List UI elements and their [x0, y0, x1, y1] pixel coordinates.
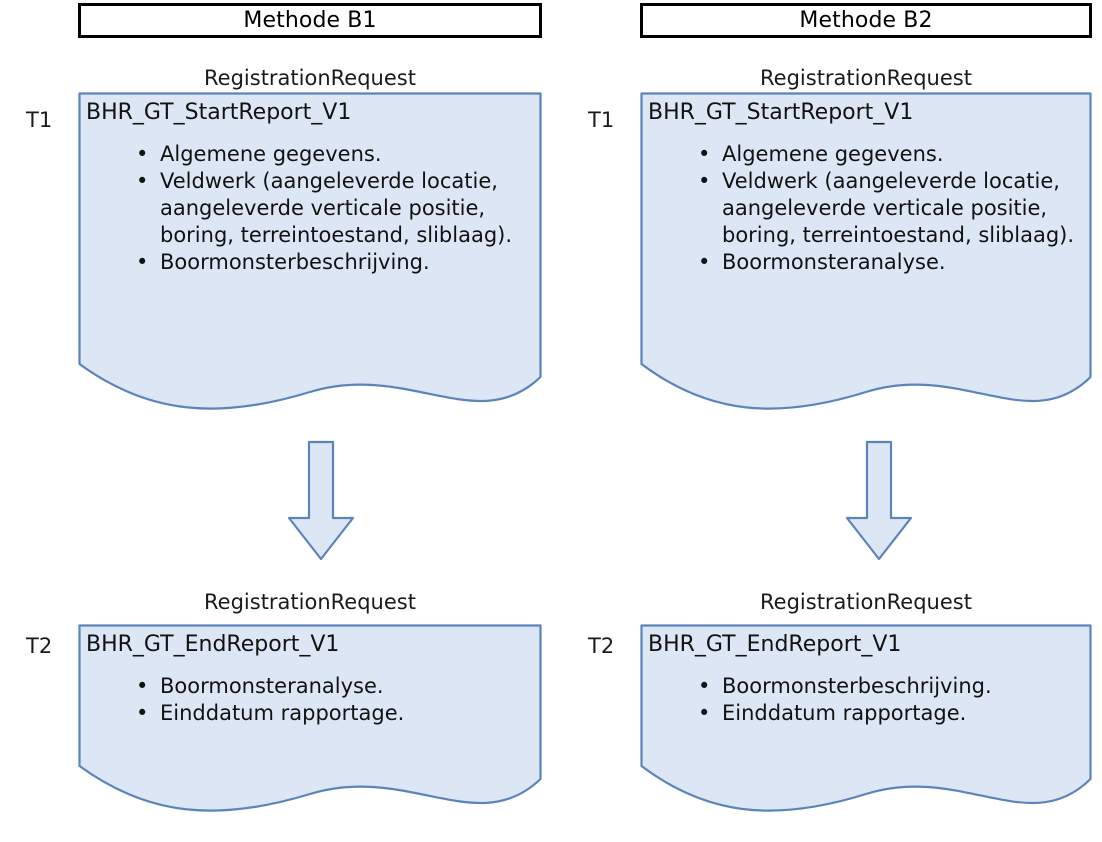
document-shape-b2-t2: BHR_GT_EndReport_V1 Boormonsterbeschrijv… [640, 624, 1092, 839]
flow-arrow-b2 [844, 440, 914, 562]
time-label-b1-t2: T2 [26, 634, 53, 658]
time-label-b2-t2: T2 [588, 634, 615, 658]
list-item: Algemene gegevens. [692, 141, 1092, 168]
document-body-b1-t2: BHR_GT_EndReport_V1 Boormonsteranalyse. … [78, 624, 542, 728]
method-header-b2: Methode B2 [640, 3, 1092, 38]
list-item: Boormonsterbeschrijving. [692, 673, 1092, 700]
arrow-down-icon [845, 440, 913, 561]
document-caption-b1-t1: RegistrationRequest [204, 66, 416, 90]
document-title-b1-t1: BHR_GT_StartReport_V1 [86, 100, 352, 125]
time-label-b2-t1: T1 [588, 108, 615, 132]
list-item: Boormonsteranalyse. [130, 673, 542, 700]
time-label-b1-t1: T1 [26, 108, 53, 132]
document-bullet-list-b1-t1: Algemene gegevens. Veldwerk (aangeleverd… [78, 141, 542, 276]
arrow-down-icon [287, 440, 355, 561]
document-title-b1-t2: BHR_GT_EndReport_V1 [86, 632, 340, 657]
document-shape-b1-t2: BHR_GT_EndReport_V1 Boormonsteranalyse. … [78, 624, 542, 839]
document-bullet-list-b1-t2: Boormonsteranalyse. Einddatum rapportage… [78, 673, 542, 727]
document-shape-b2-t1: BHR_GT_StartReport_V1 Algemene gegevens.… [640, 92, 1092, 437]
document-title-b2-t1: BHR_GT_StartReport_V1 [648, 100, 914, 125]
list-item: Einddatum rapportage. [130, 700, 542, 727]
method-header-b1-label: Methode B1 [243, 7, 377, 33]
document-bullet-list-b2-t1: Algemene gegevens. Veldwerk (aangeleverd… [640, 141, 1092, 276]
flow-arrow-b1 [286, 440, 356, 562]
list-item: Veldwerk (aangeleverde locatie, aangelev… [692, 168, 1092, 249]
document-title-b2-t2: BHR_GT_EndReport_V1 [648, 632, 902, 657]
document-caption-b2-t2: RegistrationRequest [760, 590, 972, 614]
method-header-b2-label: Methode B2 [799, 7, 933, 33]
document-bullet-list-b2-t2: Boormonsterbeschrijving. Einddatum rappo… [640, 673, 1092, 727]
document-body-b2-t1: BHR_GT_StartReport_V1 Algemene gegevens.… [640, 92, 1092, 277]
list-item: Boormonsterbeschrijving. [130, 249, 542, 276]
method-header-b1: Methode B1 [78, 3, 542, 38]
list-item: Einddatum rapportage. [692, 700, 1092, 727]
list-item: Boormonsteranalyse. [692, 249, 1092, 276]
document-caption-b1-t2: RegistrationRequest [204, 590, 416, 614]
list-item: Veldwerk (aangeleverde locatie, aangelev… [130, 168, 542, 249]
document-shape-b1-t1: BHR_GT_StartReport_V1 Algemene gegevens.… [78, 92, 542, 437]
document-caption-b2-t1: RegistrationRequest [760, 66, 972, 90]
list-item: Algemene gegevens. [130, 141, 542, 168]
document-body-b1-t1: BHR_GT_StartReport_V1 Algemene gegevens.… [78, 92, 542, 277]
document-body-b2-t2: BHR_GT_EndReport_V1 Boormonsterbeschrijv… [640, 624, 1092, 728]
